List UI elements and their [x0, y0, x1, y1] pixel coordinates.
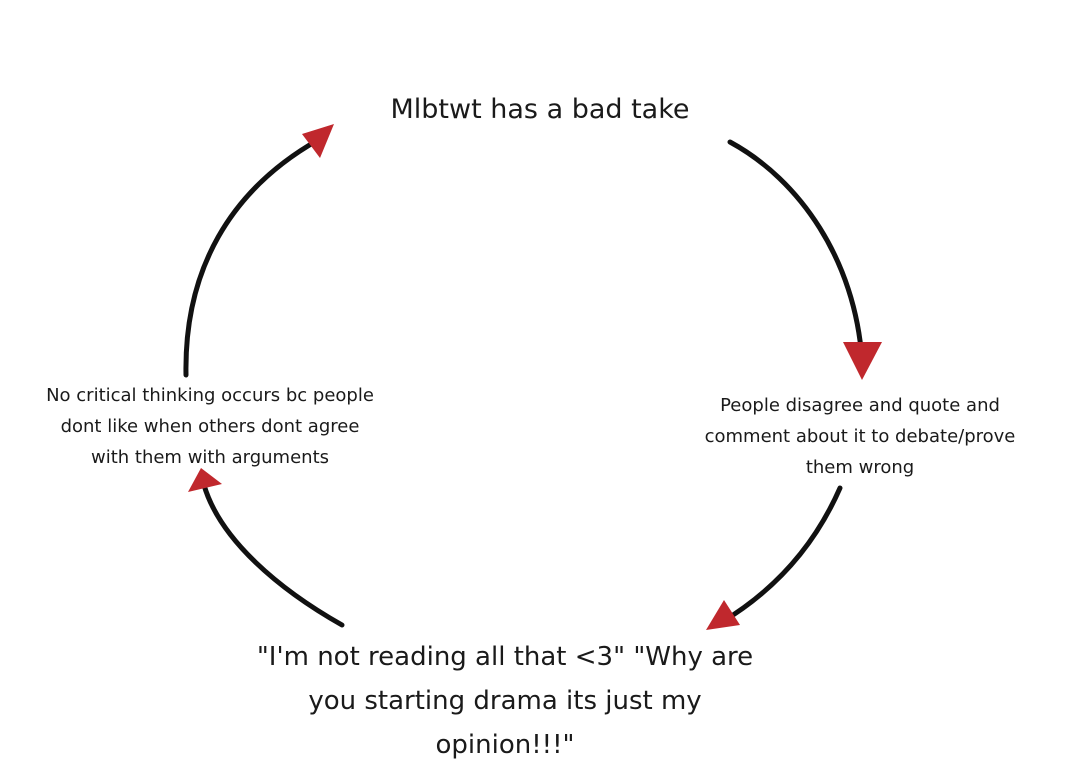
arrowhead-up-icon [188, 468, 222, 492]
node-people-disagree: People disagree and quote and comment ab… [690, 390, 1030, 483]
arrow-line [201, 482, 345, 628]
node-text-line: with them with arguments [90, 447, 330, 468]
node-text-line: "I'm not reading all that <3" "Why are [256, 642, 754, 672]
arrowhead-down-left-icon [706, 600, 740, 630]
arrowhead-up-right-icon [302, 124, 334, 158]
node-text-line: Mlbtwt has a bad take [390, 94, 690, 125]
node-text-line: No critical thinking occurs bc people [46, 385, 374, 406]
arrow-line [183, 137, 321, 378]
arrow-bottom-to-left [188, 468, 345, 628]
node-text-line: People disagree and quote and [720, 395, 1000, 416]
arrow-line [727, 139, 865, 363]
arrow-line [719, 485, 843, 625]
arrow-left-to-top [183, 124, 334, 378]
arrow-right-to-bottom [706, 485, 843, 630]
node-text-line: opinion!!!" [435, 730, 575, 760]
arrow-top-to-right [727, 139, 882, 380]
node-no-critical-thinking: No critical thinking occurs bc people do… [30, 380, 390, 473]
node-not-reading: "I'm not reading all that <3" "Why are y… [250, 635, 760, 767]
node-text-line: comment about it to debate/prove [704, 426, 1016, 447]
node-bad-take: Mlbtwt has a bad take [340, 90, 740, 130]
node-text-line: you starting drama its just my [308, 686, 702, 716]
node-text-line: dont like when others dont agree [60, 416, 360, 437]
node-text-line: them wrong [805, 457, 915, 478]
arrowhead-down-icon [843, 342, 882, 380]
